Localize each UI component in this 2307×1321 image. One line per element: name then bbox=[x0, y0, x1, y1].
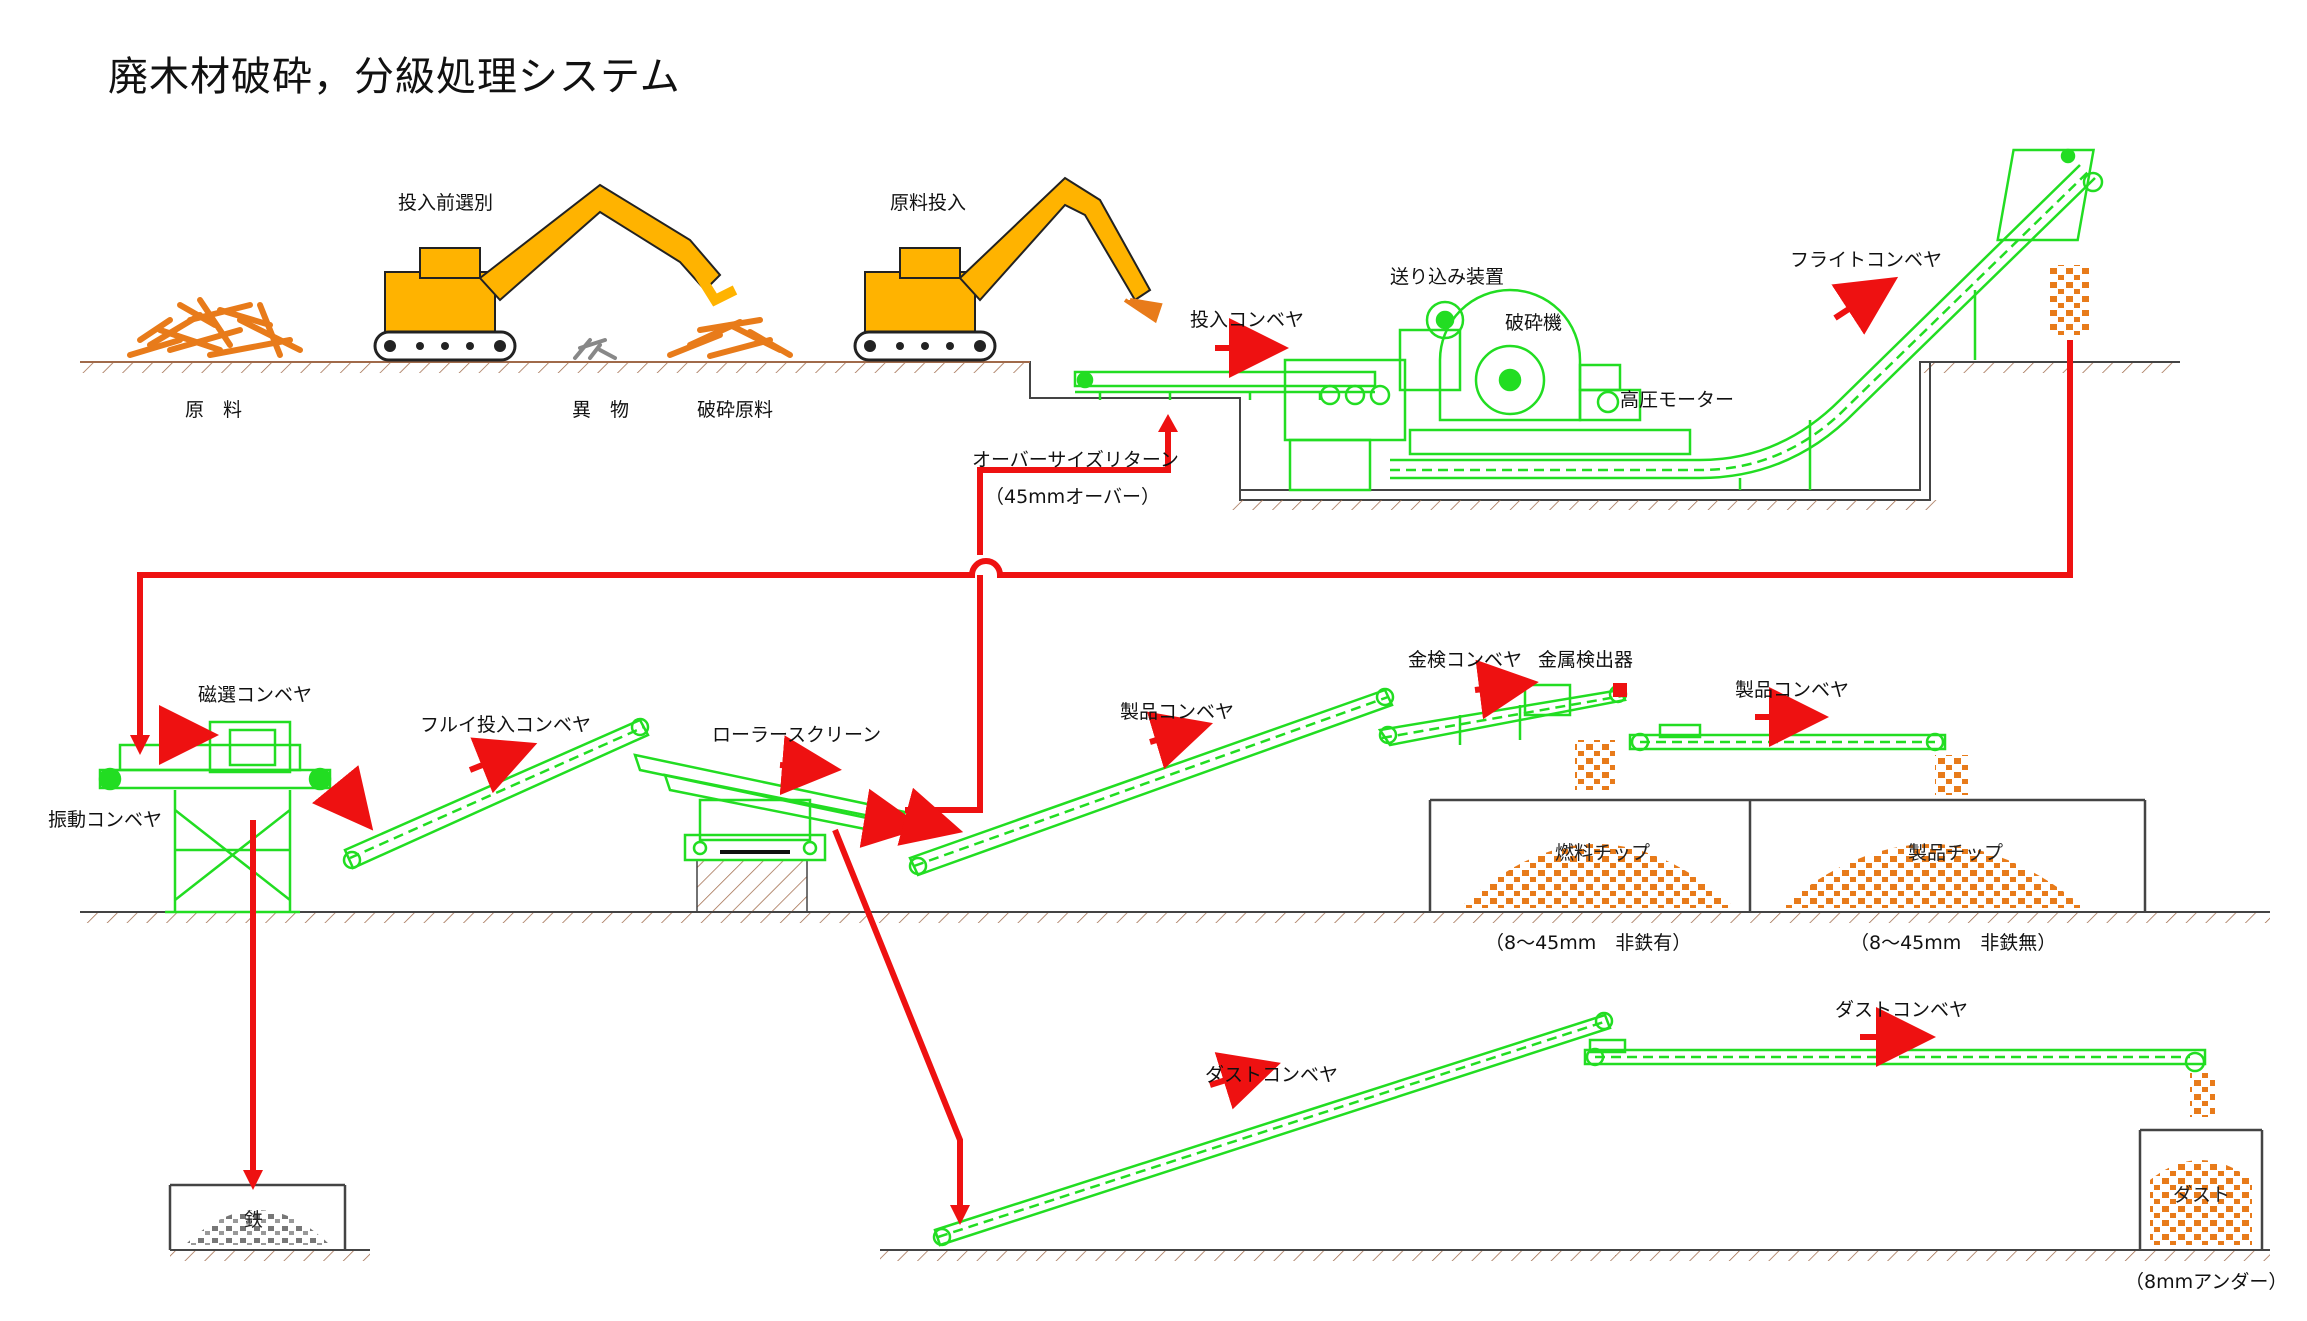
label-raw-input: 原料投入 bbox=[890, 192, 967, 214]
product-chip-pile bbox=[1780, 844, 2085, 908]
crushed-raw-pile bbox=[667, 317, 793, 359]
label-dust-conveyor-2: ダストコンベヤ bbox=[1835, 999, 1969, 1021]
dust-conveyor-2 bbox=[1583, 1038, 2207, 1073]
raw-material-pile bbox=[127, 297, 303, 358]
label-fuel-chip-spec: （8～45mm 非鉄有） bbox=[1485, 932, 1692, 954]
flow-arrowheads bbox=[130, 414, 1178, 1225]
fuel-chip-pile bbox=[1460, 844, 1735, 908]
dust-pile bbox=[2150, 1160, 2252, 1245]
label-vibrating-conveyor: 振動コンベヤ bbox=[48, 809, 163, 831]
foreign-debris bbox=[573, 338, 617, 360]
label-product-conveyor-1: 製品コンベヤ bbox=[1120, 701, 1235, 723]
label-fuel-chip: 燃料チップ bbox=[1555, 842, 1651, 864]
sieve-input-conveyor bbox=[342, 717, 650, 870]
label-crusher: 破砕機 bbox=[1505, 312, 1563, 334]
label-pre-sort: 投入前選別 bbox=[398, 192, 494, 214]
chip-bins bbox=[1428, 798, 2147, 912]
flight-discharge-chips bbox=[2050, 265, 2090, 335]
product-conveyor-2 bbox=[1628, 723, 1947, 752]
label-magnetic-conveyor: 磁選コンベヤ bbox=[198, 684, 313, 706]
flight-conveyor bbox=[1390, 148, 2104, 490]
input-conveyor bbox=[1073, 370, 1377, 400]
label-crushed-raw: 破砕原料 bbox=[697, 399, 774, 421]
label-input-conveyor: 投入コンベヤ bbox=[1190, 309, 1305, 331]
label-hp-motor: 高圧モーター bbox=[1620, 389, 1735, 411]
label-product-conveyor-2: 製品コンベヤ bbox=[1735, 679, 1850, 701]
product-conveyor-1 bbox=[908, 687, 1395, 877]
excavator-1 bbox=[373, 183, 738, 362]
iron-bin bbox=[168, 1183, 347, 1250]
label-oversize-return: オーバーサイズリターン bbox=[972, 449, 1179, 471]
dust-bin bbox=[2138, 1128, 2264, 1250]
label-dust-conveyor-1: ダストコンベヤ bbox=[1205, 1064, 1339, 1086]
dust-conveyor-1 bbox=[932, 1011, 1614, 1247]
iron-pile bbox=[185, 1210, 330, 1245]
label-sieve-input-conveyor: フルイ投入コンベヤ bbox=[420, 714, 592, 736]
metal-detector-head bbox=[1613, 683, 1627, 697]
label-metal-detector: 金属検出器 bbox=[1538, 649, 1634, 671]
roller-screen bbox=[633, 753, 907, 862]
label-inspection-conveyor: 金検コンベヤ bbox=[1408, 649, 1523, 671]
bottom-ground bbox=[170, 1249, 2270, 1261]
label-product-chip-spec: （8～45mm 非鉄無） bbox=[1850, 932, 2057, 954]
crusher-assembly bbox=[1283, 288, 1692, 492]
label-foreign: 異 物 bbox=[572, 399, 630, 421]
label-feeder: 送り込み装置 bbox=[1390, 266, 1505, 288]
label-raw-material: 原 料 bbox=[185, 399, 243, 421]
label-dust: ダスト bbox=[2173, 1184, 2231, 1206]
crusher-pit bbox=[1230, 362, 1940, 510]
label-product-chip: 製品チップ bbox=[1908, 842, 2004, 864]
inspection-conveyor bbox=[1377, 683, 1628, 747]
label-iron: 鉄 bbox=[244, 1209, 264, 1231]
product-chip-fall bbox=[1935, 755, 1970, 795]
fuel-chip-fall bbox=[1575, 740, 1615, 790]
label-dust-spec: （8mmアンダー） bbox=[2125, 1271, 2288, 1293]
direction-arrows bbox=[159, 276, 1936, 1110]
flow-lines bbox=[137, 340, 2073, 1205]
label-oversize-spec: （45mmオーバー） bbox=[985, 486, 1161, 508]
excavator-2 bbox=[853, 176, 1163, 362]
page-title: 廃木材破砕，分級処理システム bbox=[108, 54, 681, 100]
dust-fall bbox=[2190, 1072, 2215, 1117]
label-roller-screen: ローラースクリーン bbox=[712, 724, 882, 746]
label-flight-conveyor: フライトコンベヤ bbox=[1790, 249, 1943, 271]
middle-ground bbox=[80, 859, 2270, 923]
